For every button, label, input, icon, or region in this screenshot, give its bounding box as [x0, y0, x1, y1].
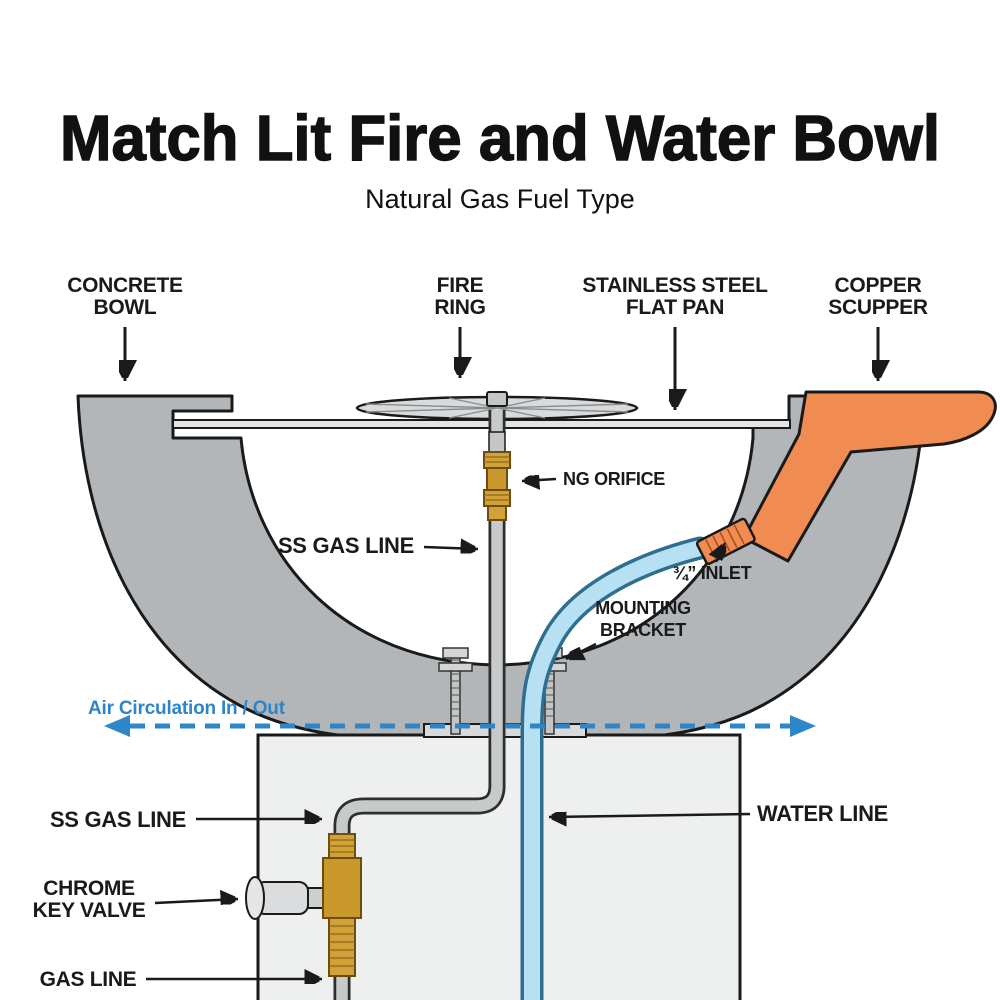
ng-orifice-label: NG ORIFICE	[563, 469, 665, 489]
page-title: Match Lit Fire and Water Bowl	[60, 102, 940, 174]
air-flow-arrowhead-left	[104, 715, 130, 737]
callout-inlet: ¾” INLET	[673, 543, 752, 583]
callout-copper-scupper: COPPER SCUPPER	[828, 274, 928, 381]
mounting-bracket-label-line1: MOUNTING	[595, 598, 691, 618]
arrow-down-left-icon	[565, 642, 597, 661]
chrome-key-valve-label-line2: KEY VALVE	[33, 899, 146, 922]
chrome-key-valve-label-line1: CHROME	[43, 877, 135, 900]
gas-line-shape	[333, 410, 506, 1000]
air-circulation-label: Air Circulation In / Out	[88, 698, 286, 719]
callout-ng-orifice: NG ORIFICE	[521, 469, 666, 489]
flat-pan-label-line2: FLAT PAN	[626, 296, 724, 319]
callout-fire-ring: FIRE RING	[434, 274, 486, 378]
callout-mounting-bracket: MOUNTING BRACKET	[565, 598, 691, 661]
callout-gas-line: GAS LINE	[40, 968, 322, 991]
ss-gas-line-lower-label: SS GAS LINE	[50, 807, 186, 832]
inlet-label: ¾” INLET	[673, 563, 752, 583]
arrow-left-icon	[521, 479, 557, 481]
ss-gas-line-upper-label: SS GAS LINE	[278, 533, 414, 558]
copper-scupper-label-line2: SCUPPER	[828, 296, 928, 319]
arrow-right-icon	[154, 899, 239, 903]
gas-line-label: GAS LINE	[40, 968, 137, 991]
arrow-right-icon	[423, 547, 479, 549]
flat-pan-shape	[172, 419, 791, 429]
callout-water-line: WATER LINE	[548, 801, 888, 826]
water-line-shape	[520, 536, 712, 1000]
page-subtitle: Natural Gas Fuel Type	[365, 184, 635, 214]
flat-pan-label-line1: STAINLESS STEEL	[582, 274, 768, 297]
air-flow-arrow	[104, 715, 816, 737]
concrete-bowl-label-line1: CONCRETE	[67, 274, 183, 297]
callout-ss-gas-line-upper: SS GAS LINE	[278, 533, 479, 558]
fire-ring-label-line2: RING	[434, 296, 485, 319]
callout-concrete-bowl: CONCRETE BOWL	[67, 274, 183, 381]
callout-ss-gas-line-lower: SS GAS LINE	[50, 807, 322, 832]
mounting-bracket-label-line2: BRACKET	[600, 620, 686, 640]
concrete-bowl-label-line2: BOWL	[94, 296, 157, 319]
air-flow-arrowhead-right	[790, 715, 816, 737]
fire-ring-label-line1: FIRE	[437, 274, 484, 297]
callout-flat-pan: STAINLESS STEEL FLAT PAN	[582, 274, 768, 410]
arrow-up-icon	[716, 543, 725, 563]
callout-chrome-key-valve: CHROME KEY VALVE	[33, 877, 239, 922]
arrow-left-icon	[548, 814, 751, 817]
copper-scupper-label-line1: COPPER	[835, 274, 922, 297]
chrome-key-valve-shape	[245, 833, 362, 977]
concrete-bowl-shape	[76, 394, 926, 741]
ng-orifice-shape	[483, 431, 511, 521]
water-line-label: WATER LINE	[757, 801, 888, 826]
